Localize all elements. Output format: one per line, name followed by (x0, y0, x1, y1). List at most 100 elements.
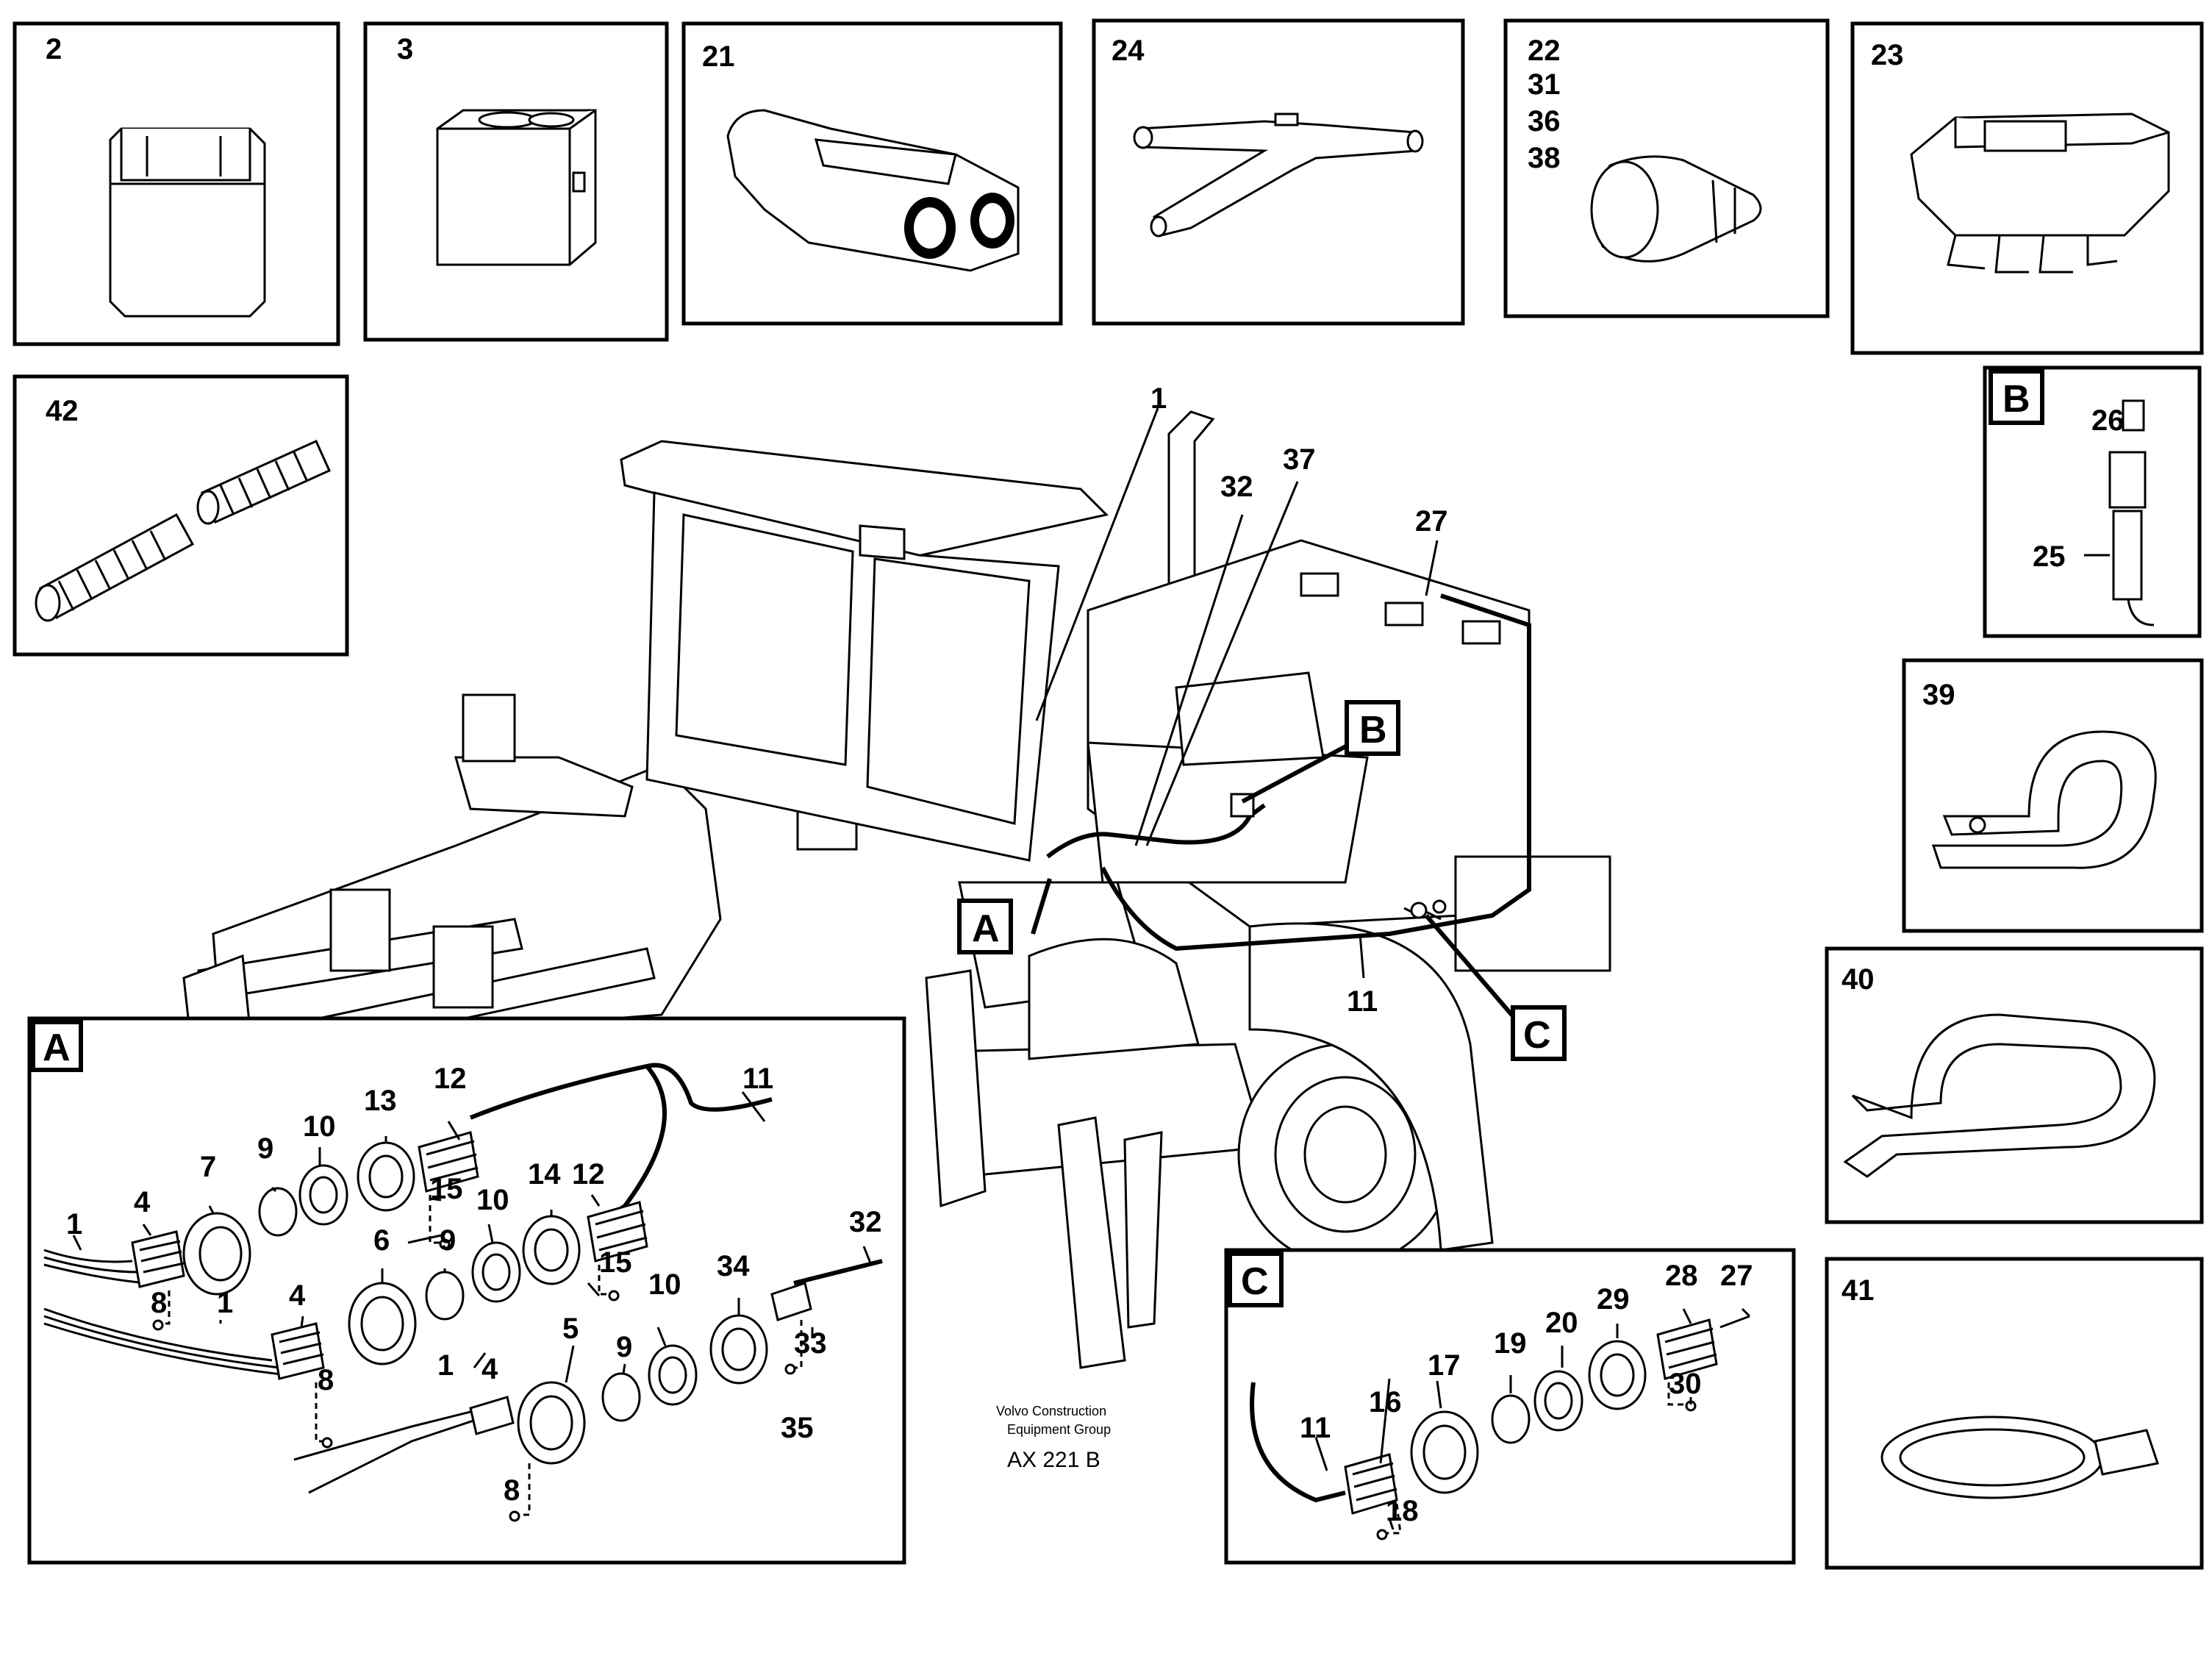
callout-b-label: B (1359, 709, 1387, 751)
panel-42-label: 42 (46, 395, 79, 427)
a-7: 7 (200, 1151, 216, 1183)
a-35: 35 (781, 1412, 814, 1444)
leader-27 (1425, 540, 1439, 596)
c-17: 17 (1428, 1349, 1461, 1382)
a-6: 6 (373, 1224, 390, 1257)
callout-c: C (1511, 1005, 1567, 1061)
a-9-top: 9 (257, 1132, 273, 1165)
leader-37 (1145, 481, 1299, 846)
detail-c-label: C (1241, 1260, 1269, 1303)
row2-connector-4 (271, 1322, 325, 1380)
a-4-top: 4 (134, 1186, 151, 1218)
a-33: 33 (794, 1327, 827, 1360)
a-10-low: 10 (648, 1268, 681, 1301)
a-1-top: 1 (66, 1208, 82, 1240)
row3-connector-4 (469, 1396, 515, 1435)
fuse-holder-icon (2108, 399, 2155, 626)
caption: Volvo Construction Equipment Group AX 22… (996, 1404, 1111, 1472)
c-20: 20 (1545, 1307, 1578, 1339)
caption-line-1: Volvo Construction (996, 1404, 1106, 1418)
a-8-top: 8 (151, 1287, 167, 1319)
detail-b-label: B (2002, 378, 2030, 421)
detail-a: A (27, 1016, 906, 1565)
panel-40-label: 40 (1841, 963, 1875, 996)
row1-connector-12 (418, 1131, 479, 1193)
panel-2-label: 2 (46, 33, 62, 65)
a-4-low: 4 (482, 1353, 498, 1385)
c-29: 29 (1597, 1283, 1630, 1315)
panel-21: 21 (681, 21, 1063, 326)
detail-b-25: 25 (2033, 540, 2066, 573)
cable-tie-icon (1880, 1415, 2159, 1499)
panel-39: 39 (1902, 658, 2204, 933)
callout-b: B (1345, 700, 1400, 756)
leader-b (1241, 740, 1354, 804)
c-connector-28 (1656, 1318, 1718, 1380)
detail-c: C 11 16 17 19 20 29 28 27 30 18 (1224, 1248, 1796, 1565)
panel-24-label: 24 (1112, 35, 1145, 67)
panel-39-label: 39 (1922, 679, 1955, 711)
panel-3-label: 3 (397, 33, 413, 65)
c-ring-19 (1491, 1394, 1531, 1444)
a-12-mid: 12 (572, 1158, 605, 1190)
caption-line-2: Equipment Group (1007, 1422, 1111, 1437)
panel-2: 2 (12, 21, 340, 346)
a-10-mid: 10 (476, 1184, 509, 1216)
y-splitter-24-icon (1133, 113, 1424, 238)
connector-housing-3-icon (436, 109, 597, 266)
twin-plug-21-icon (726, 109, 1020, 272)
a-11: 11 (742, 1063, 773, 1095)
panel-41: 41 (1825, 1257, 2204, 1570)
main-label-32: 32 (1220, 471, 1253, 503)
panel-42: 42 (12, 374, 349, 657)
leader-1 (1035, 407, 1159, 721)
connector-housing-2-icon (109, 127, 266, 318)
row3-ring-9 (601, 1372, 641, 1422)
row1-connector-4 (131, 1230, 185, 1288)
leader-32 (1134, 514, 1244, 846)
c-19: 19 (1494, 1327, 1527, 1360)
callout-a-label: A (972, 907, 1000, 950)
leader-11 (1359, 933, 1365, 979)
a-9-mid: 9 (440, 1224, 456, 1257)
caption-code: AX 221 B (1007, 1448, 1100, 1472)
c-18: 18 (1386, 1495, 1419, 1527)
a-13: 13 (364, 1085, 397, 1117)
c-16: 16 (1369, 1386, 1402, 1418)
row3-connector-33 (770, 1282, 812, 1321)
main-label-27: 27 (1415, 505, 1448, 538)
a-4-mid: 4 (289, 1279, 306, 1312)
leader-a (1031, 878, 1052, 935)
cable-clamp-40-icon (1843, 1013, 2156, 1178)
a-15-mid: 15 (599, 1246, 632, 1279)
panel-22-label-d: 38 (1528, 142, 1561, 174)
callout-a: A (957, 899, 1013, 954)
panel-22: 22 31 36 38 (1503, 18, 1830, 318)
row2-connector-12 (587, 1201, 648, 1263)
c-30: 30 (1669, 1368, 1702, 1400)
a-5: 5 (562, 1313, 579, 1345)
a-10-top: 10 (303, 1110, 336, 1143)
callout-c-label: C (1523, 1014, 1551, 1057)
panel-22-label-b: 31 (1528, 68, 1561, 101)
panel-23-label: 23 (1871, 39, 1904, 71)
a-14: 14 (528, 1158, 561, 1190)
c-28: 28 (1665, 1260, 1698, 1292)
detail-a-label: A (43, 1027, 71, 1069)
panel-41-label: 41 (1841, 1274, 1875, 1307)
panel-40: 40 (1825, 946, 2204, 1224)
leader-c (1424, 914, 1520, 1024)
rubber-boot-icon (1590, 155, 1762, 263)
row1-ring-9 (258, 1187, 298, 1237)
row2-ring-9 (425, 1271, 465, 1321)
panel-23: 23 (1850, 21, 2204, 355)
panel-24: 24 (1092, 18, 1465, 326)
c-connector-16 (1344, 1453, 1398, 1515)
a-34: 34 (717, 1250, 750, 1282)
relay-socket-icon (1910, 113, 2170, 274)
main-label-11: 11 (1347, 985, 1378, 1018)
a-15-top: 15 (430, 1173, 463, 1205)
cable-clamp-39-icon (1931, 730, 2157, 869)
main-label-37: 37 (1283, 443, 1316, 476)
a-9-low: 9 (616, 1331, 632, 1363)
